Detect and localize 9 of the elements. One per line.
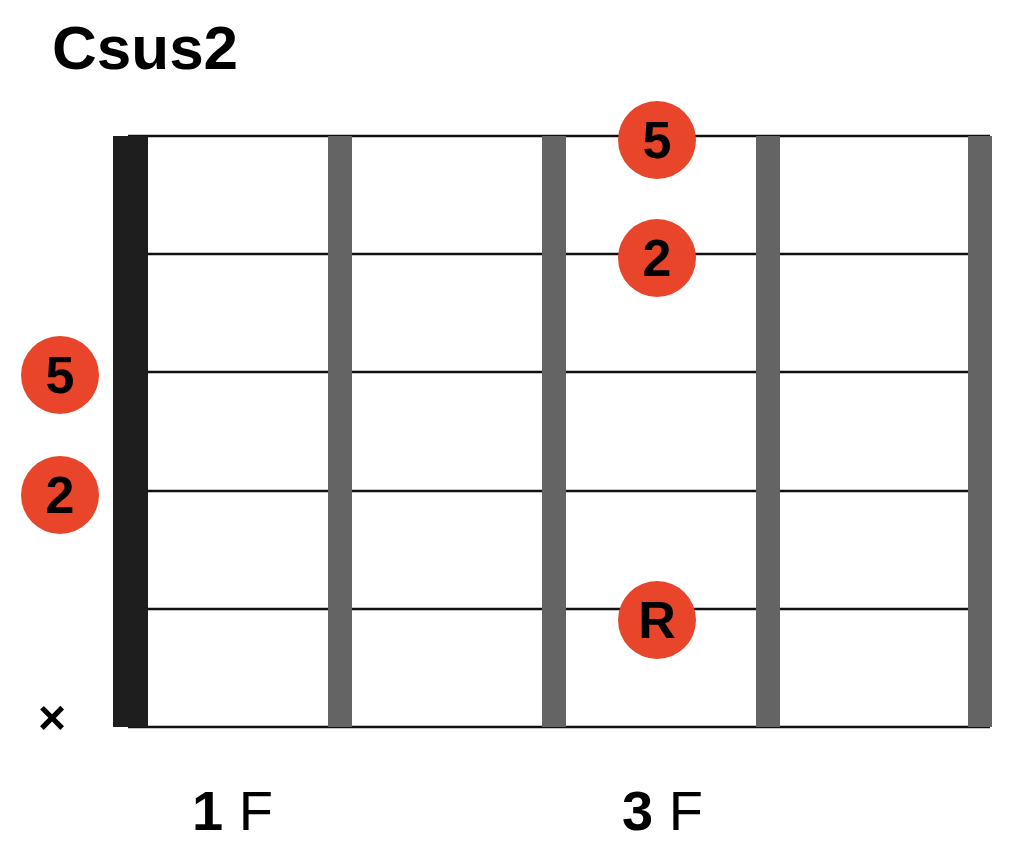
chord-title: Csus2 (52, 12, 239, 83)
fret-number: 1 F (192, 778, 273, 843)
note-dot: 5 (21, 336, 99, 414)
note-dot: 2 (618, 219, 696, 297)
note-dot: R (618, 581, 696, 659)
note-dot: 5 (618, 101, 696, 179)
note-dot: 2 (21, 456, 99, 534)
fret-number: 3 F (622, 778, 703, 843)
muted-string-mark: × (38, 690, 67, 745)
